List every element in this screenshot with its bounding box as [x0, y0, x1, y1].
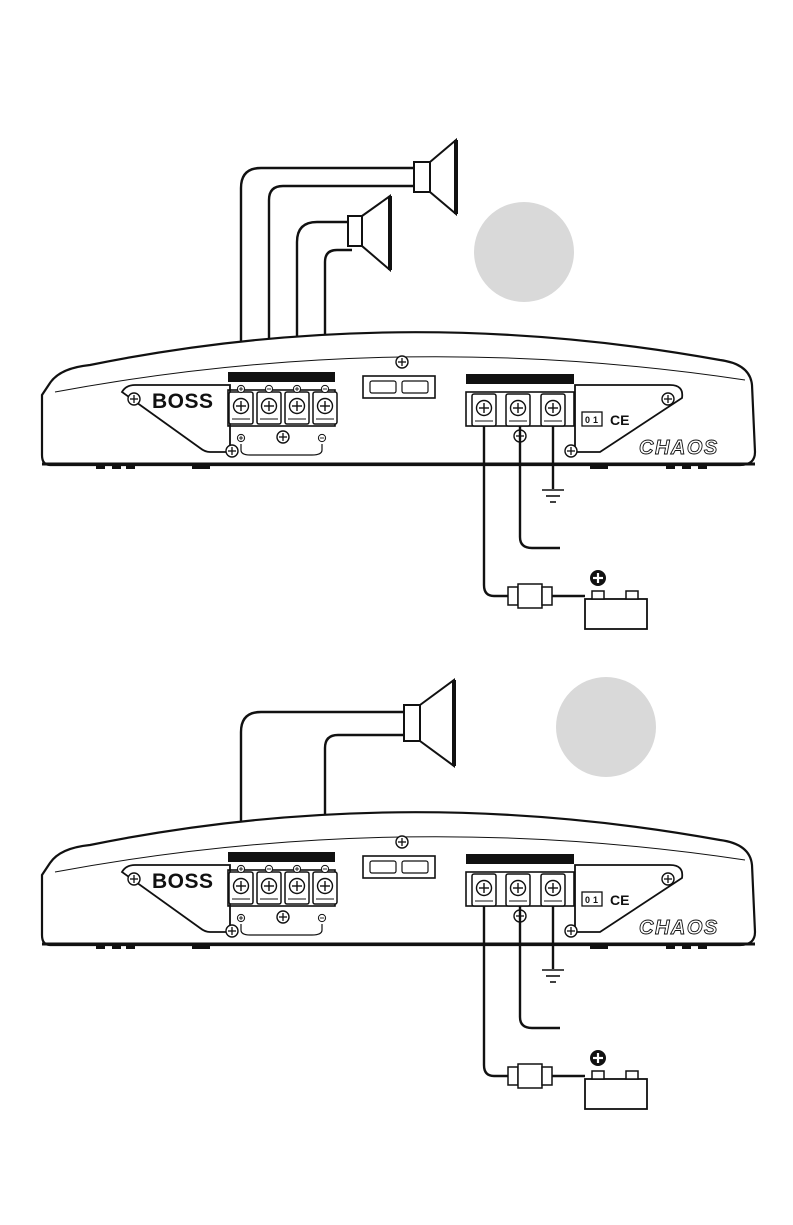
power-terminal-label-bar	[466, 374, 574, 384]
fuse-icon	[508, 584, 585, 608]
model-logo: CHAOS	[639, 917, 719, 939]
diagram-panel-top: BOSS 0	[42, 140, 755, 629]
screw-icon	[396, 356, 408, 368]
battery-icon	[585, 591, 647, 629]
battery-icon	[585, 1071, 647, 1109]
power-terminal-label-bar	[466, 854, 574, 864]
screw-icon	[565, 445, 577, 457]
fuse-holder	[363, 856, 435, 878]
model-logo: CHAOS	[639, 437, 719, 459]
speaker-terminal-label-bar	[228, 852, 335, 862]
ce-mark: CE	[610, 412, 629, 428]
plus-icon	[590, 1050, 606, 1066]
screw-icon	[128, 393, 140, 405]
speaker-icon	[404, 680, 454, 766]
screw-icon	[226, 925, 238, 937]
fuse-icon	[508, 1064, 585, 1088]
brand-logo: BOSS	[152, 390, 214, 413]
screw-icon	[565, 925, 577, 937]
svg-text:0: 0	[585, 895, 590, 905]
marker-circle	[474, 202, 574, 302]
channel-badge: 0 1	[582, 412, 602, 426]
screw-icon	[128, 873, 140, 885]
screw-icon	[396, 836, 408, 848]
speaker-terminal-label-bar	[228, 372, 335, 382]
ce-mark: CE	[610, 892, 629, 908]
fuse-holder	[363, 376, 435, 398]
speaker-icon	[414, 140, 456, 214]
screw-icon	[277, 431, 289, 443]
speaker-icon	[348, 196, 390, 270]
screw-icon	[662, 393, 674, 405]
screw-icon	[226, 445, 238, 457]
screw-icon	[662, 873, 674, 885]
ground-icon	[542, 490, 564, 502]
svg-text:1: 1	[593, 415, 598, 425]
svg-text:0: 0	[585, 415, 590, 425]
plus-icon	[590, 570, 606, 586]
channel-badge: 0 1	[582, 892, 602, 906]
diagram-panel-bottom: BOSS 0 1 CE CHAOS	[42, 677, 755, 1109]
marker-circle	[556, 677, 656, 777]
ground-icon	[542, 970, 564, 982]
screw-icon	[277, 911, 289, 923]
brand-logo: BOSS	[152, 870, 214, 893]
svg-text:1: 1	[593, 895, 598, 905]
